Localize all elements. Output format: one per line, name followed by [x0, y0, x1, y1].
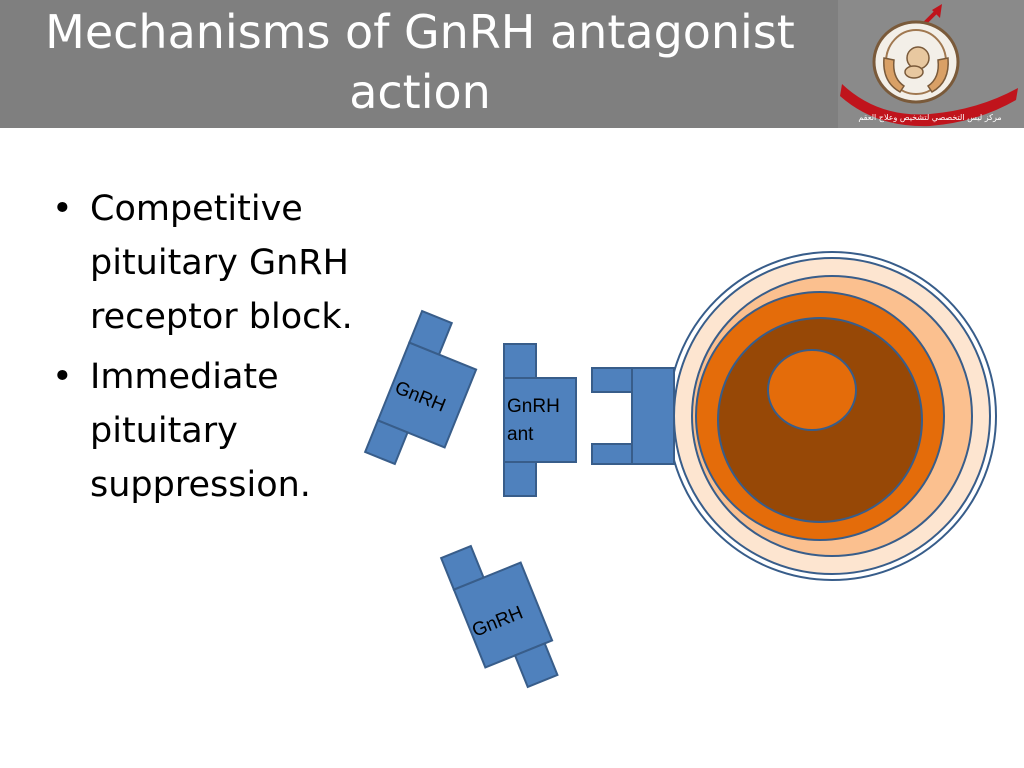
antagonist-label-line1: GnRH	[507, 396, 560, 417]
slide-title: Mechanisms of GnRH antagonist action	[45, 5, 795, 119]
bullet-text: Immediate pituitary suppression.	[90, 357, 311, 505]
cell-nucleus	[767, 349, 857, 431]
bullet-text: Competitive pituitary GnRH receptor bloc…	[90, 189, 353, 337]
gnrh-molecule-1: GnRH	[363, 309, 478, 466]
antagonist-label-line2: ant	[507, 424, 534, 445]
gnrh-antagonist-molecule: GnRH ant	[503, 343, 577, 497]
logo: مركز ليس التخصصي لتشخيص وعلاج العقم	[838, 0, 1024, 128]
logo-caption: مركز ليس التخصصي لتشخيص وعلاج العقم	[858, 113, 1001, 122]
bullet-dot-icon: •	[52, 189, 73, 229]
pituitary-cell	[667, 251, 997, 581]
clinic-logo-icon: مركز ليس التخصصي لتشخيص وعلاج العقم	[840, 4, 1018, 127]
bullet-dot-icon: •	[52, 357, 73, 397]
bullet-list: • Competitive pituitary GnRH receptor blo…	[52, 182, 392, 518]
bullet-item: • Immediate pituitary suppression.	[52, 350, 392, 512]
gnrh-molecule-2: GnRH	[439, 544, 559, 689]
gnrh-receptor	[591, 367, 675, 465]
bullet-item: • Competitive pituitary GnRH receptor blo…	[52, 182, 392, 344]
